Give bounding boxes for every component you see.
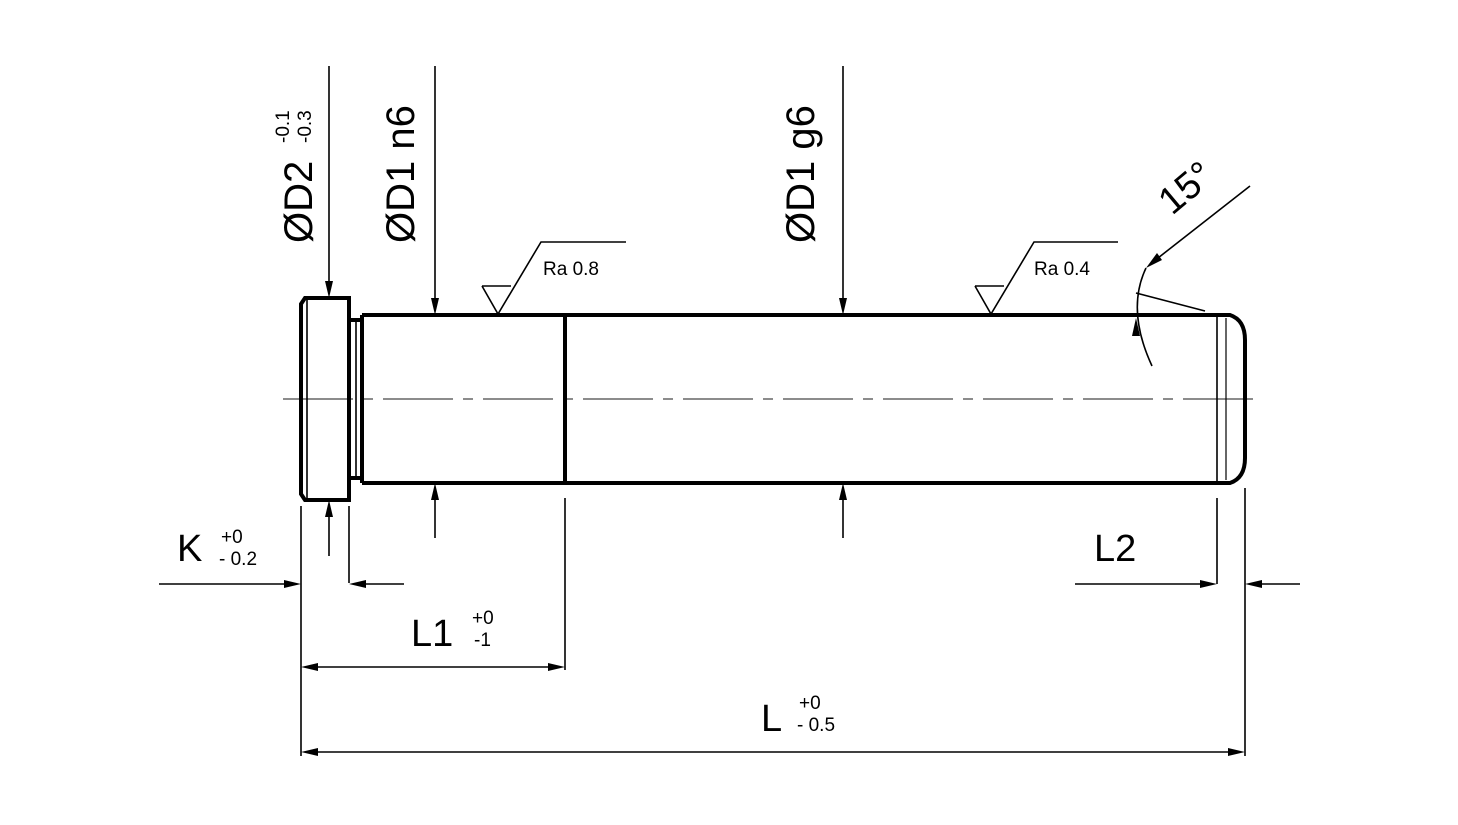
d1-n6-label: ØD1 n6 xyxy=(379,105,423,243)
d2-dimension: ØD2 -0.1 -0.3 xyxy=(273,66,333,556)
l-dimension: L +0 - 0.5 xyxy=(301,693,1245,756)
k-tol-upper: +0 xyxy=(221,527,243,548)
d1-g6-label: ØD1 g6 xyxy=(779,105,823,243)
l1-dimension: L1 +0 -1 xyxy=(301,498,566,671)
d2-tol-lower: -0.3 xyxy=(295,110,316,143)
k-dimension: K +0 - 0.2 xyxy=(159,506,404,756)
l2-dimension: L2 xyxy=(1075,488,1300,756)
l2-label: L2 xyxy=(1094,528,1136,570)
d2-label: ØD2 xyxy=(277,161,321,243)
l1-tol-upper: +0 xyxy=(472,608,494,629)
angle-dimension: 15° xyxy=(1132,154,1251,367)
angle-label: 15° xyxy=(1151,154,1222,223)
surface-finish-symbol-1: Ra 0.8 xyxy=(481,241,626,316)
l-tol-upper: +0 xyxy=(799,693,821,714)
head-outline xyxy=(299,296,351,502)
d1-g6-dimension: ØD1 g6 xyxy=(779,66,847,538)
surface-finish-symbol-2: Ra 0.4 xyxy=(974,241,1118,316)
d2-tol-upper: -0.1 xyxy=(273,110,294,143)
l-tol-lower: - 0.5 xyxy=(797,715,835,736)
l1-tol-lower: -1 xyxy=(474,630,491,651)
l1-label: L1 xyxy=(411,613,453,655)
d1-n6-dimension: ØD1 n6 xyxy=(379,66,439,538)
shaft-end-outline xyxy=(1217,313,1247,485)
k-label: K xyxy=(177,528,202,570)
surface-finish-label-1: Ra 0.8 xyxy=(543,259,599,280)
pin-body xyxy=(299,296,1247,502)
k-tol-lower: - 0.2 xyxy=(219,549,257,570)
l-label: L xyxy=(761,698,782,740)
surface-finish-label-2: Ra 0.4 xyxy=(1034,259,1090,280)
